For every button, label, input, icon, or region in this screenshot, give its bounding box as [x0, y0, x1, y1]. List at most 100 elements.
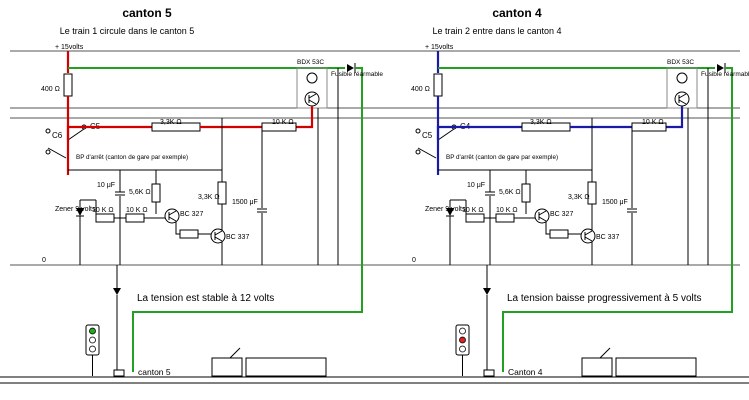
supply-label: + 15volts: [55, 44, 84, 51]
bc327-out: [175, 222, 212, 235]
switch-a-contact-2: [45, 149, 51, 155]
panel-canton-4: canton 4Le train 2 entre dans le canton …: [411, 6, 749, 377]
bc327-transistor-collector: [538, 210, 547, 216]
insulator-icon: [483, 369, 495, 377]
bc337-transistor-emitter: [584, 236, 593, 242]
arrow-down-icon: [113, 288, 121, 295]
bc327-transistor: [164, 208, 180, 224]
resistor-10k-b: [125, 213, 145, 223]
bdx53c-transistor-emitter: [678, 99, 687, 105]
resistor-3k3-mid-label: 3,3K Ω: [568, 194, 590, 201]
resistor-10k-a-label: 10 K Ω: [462, 207, 484, 214]
bc327-transistor-emitter: [538, 216, 547, 222]
bc337-label: BC 337: [596, 234, 619, 241]
resistor-400: [63, 73, 73, 97]
zener-icon: [76, 208, 84, 216]
fuse-label: Fusible réarmable: [331, 71, 383, 78]
switch-blade: [437, 128, 455, 141]
active-path-right: [296, 106, 314, 129]
panel-title: canton 5: [122, 6, 172, 20]
capacitor-1500uf-label: 1500 μF: [602, 199, 628, 206]
bdx53c-transistor-collector: [678, 93, 687, 99]
insulator-icon: [113, 369, 125, 377]
capacitor-1500uf-label: 1500 μF: [232, 199, 258, 206]
signal-lamp: [89, 327, 96, 335]
bc327-transistor: [534, 208, 550, 224]
bdx53c-label: BDX 53C: [297, 59, 324, 66]
resistor-400: [433, 73, 443, 97]
diode-icon: [717, 64, 724, 72]
signal-lamp: [89, 345, 96, 353]
fuse-icon: [306, 72, 318, 84]
diode-icon: [347, 64, 354, 72]
track-label: Canton 4: [508, 367, 543, 377]
bc327-transistor-emitter: [168, 216, 177, 222]
resistor-10k-a: [95, 213, 115, 223]
capacitor-10uf-label: 10 μF: [97, 182, 115, 189]
train-car: [245, 357, 327, 377]
resistor-5k6-label: 5,6K Ω: [129, 189, 151, 196]
bc337-transistor: [580, 228, 596, 244]
status-message: La tension est stable à 12 volts: [137, 293, 274, 304]
bc337-transistor-collector: [214, 230, 223, 236]
signal-lamp: [459, 327, 466, 335]
switch-a-contact-2: [415, 149, 421, 155]
bc327-label: BC 327: [180, 211, 203, 218]
resistor-10k-b-label: 10 K Ω: [496, 207, 518, 214]
active-path-right: [666, 106, 684, 129]
resistor-10k-a-label: 10 K Ω: [92, 207, 114, 214]
bc337-label: BC 337: [226, 234, 249, 241]
ground-label: 0: [412, 257, 416, 264]
arrow-down-icon: [483, 288, 491, 295]
bc337-transistor-emitter: [214, 236, 223, 242]
fuse-label: Fusible réarmable: [701, 71, 749, 78]
resistor-3k3-series-label: 3,3K Ω: [530, 119, 552, 126]
resistor-5k6: [521, 183, 531, 203]
bc327-transistor-collector: [168, 210, 177, 216]
signal-lamp: [89, 336, 96, 344]
track-label: canton 5: [138, 367, 171, 377]
status-message: La tension baisse progressivement à 5 vo…: [507, 293, 702, 304]
zener-icon: [446, 208, 454, 216]
bdx53c-transistor: [674, 91, 690, 107]
resistor-5k6: [151, 183, 161, 203]
bc337-transistor: [210, 228, 226, 244]
switch-a-contact: [45, 128, 51, 134]
pantograph-icon: [229, 347, 241, 359]
bp-label: BP d'arrêt (canton de gare par exemple): [446, 154, 558, 161]
bc337-transistor-collector: [584, 230, 593, 236]
zener-label: Zener 9 volts: [425, 206, 466, 213]
panel-title: canton 4: [492, 6, 542, 20]
resistor-400-label: 400 Ω: [41, 86, 60, 93]
train-car: [615, 357, 697, 377]
signal-lamp: [459, 336, 466, 344]
switch-a-blade: [417, 147, 437, 159]
resistor-10k-a: [465, 213, 485, 223]
bdx53c-transistor: [304, 91, 320, 107]
signal-lamp: [459, 345, 466, 353]
resistor-bc337-base: [549, 229, 569, 239]
resistor-bc337-base: [179, 229, 199, 239]
supply-label: + 15volts: [425, 44, 454, 51]
pantograph-icon: [599, 347, 611, 359]
bdx53c-transistor-collector: [308, 93, 317, 99]
feed-wire-to-track: [502, 67, 733, 372]
bdx53c-label: BDX 53C: [667, 59, 694, 66]
switch-a-label: C5: [422, 131, 433, 140]
panel-canton-5: canton 5 Le train 1 circule dans le canto…: [41, 6, 383, 377]
active-path-series-1: [66, 125, 152, 140]
ground-label: 0: [42, 257, 46, 264]
zener-label: Zener 9 volts: [55, 206, 96, 213]
bdx53c-transistor-emitter: [308, 99, 317, 105]
switch-blade: [67, 128, 85, 141]
switch-a-contact: [415, 128, 421, 134]
resistor-10k-right-label: 10 K Ω: [642, 119, 664, 126]
train-car: [581, 357, 613, 377]
panel-subtitle: Le train 1 circule dans le canton 5: [60, 26, 195, 36]
bc327-label: BC 327: [550, 211, 573, 218]
fuse-icon: [676, 72, 688, 84]
resistor-3k3-series-label: 3,3K Ω: [160, 119, 182, 126]
bp-label: BP d'arrêt (canton de gare par exemple): [76, 154, 188, 161]
resistor-10k-right-label: 10 K Ω: [272, 119, 294, 126]
feed-wire-to-track: [132, 67, 363, 372]
